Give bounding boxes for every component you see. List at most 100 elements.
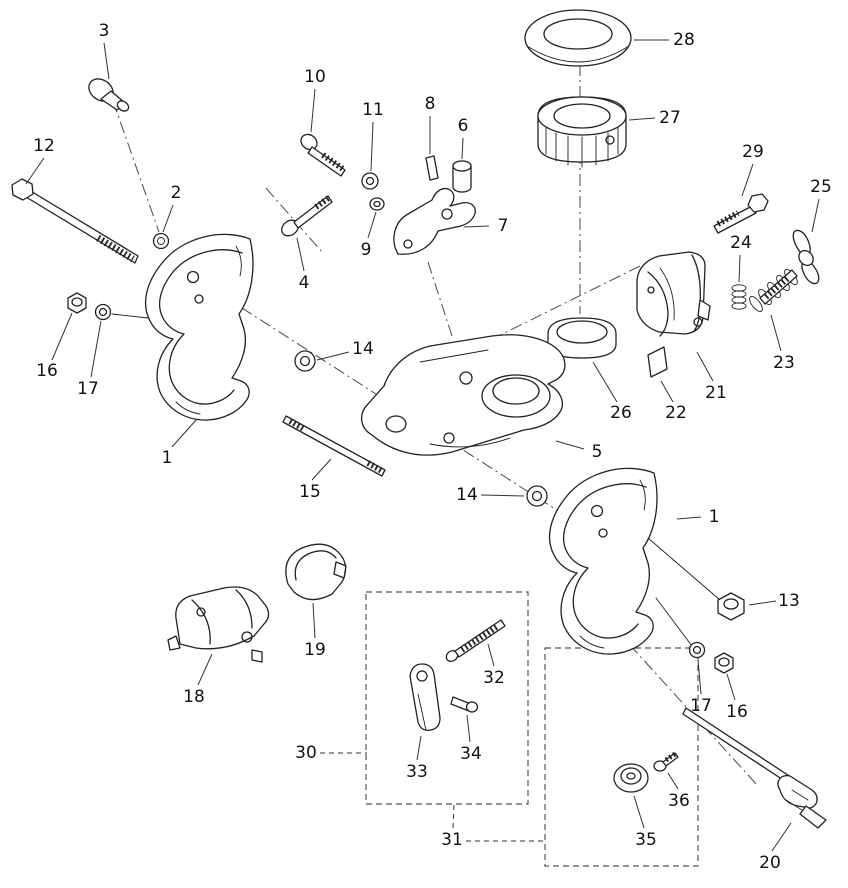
kit-box-30 [365,591,529,805]
callout-17-right: 17 [690,696,712,716]
leader-line-22 [660,380,674,403]
leader-line-14-bottom [480,494,525,497]
leader-line-35 [633,795,645,829]
part-24-spring [731,284,747,310]
callout-20: 20 [759,853,781,873]
part-4-bolt [281,194,333,237]
leader-line-33 [416,735,422,761]
leader-line-9 [367,211,377,239]
callout-5: 5 [592,442,603,462]
leader-line-13 [748,600,777,606]
part-1-clamp-bracket-left [144,233,254,421]
leader-line-32 [487,643,495,667]
callout-1-right: 1 [709,507,720,527]
leader-line-21 [696,351,714,382]
callout-19: 19 [304,640,326,660]
leader-line-11 [370,121,374,172]
callout-31: 31 [441,830,463,850]
callout-25: 25 [810,177,832,197]
callout-35: 35 [635,830,657,850]
part-35-washer [613,763,649,793]
leader-line-23 [770,314,782,352]
callout-21: 21 [705,383,727,403]
callout-27: 27 [659,108,681,128]
part-21-bracket [636,251,711,337]
callout-4: 4 [299,273,310,293]
part-10-bolt [300,133,346,177]
part-7-bracket [393,187,476,255]
callout-32: 32 [483,668,505,688]
callout-22: 22 [665,403,687,423]
leader-line-10 [310,88,316,133]
callout-15: 15 [299,482,321,502]
callout-29: 29 [742,142,764,162]
leader-line-16-right [726,673,736,701]
leader-line-16-left [51,312,73,361]
callout-12: 12 [33,136,55,156]
callout-28: 28 [673,30,695,50]
callout-33: 33 [406,762,428,782]
part-14-washer-bottom [526,485,548,507]
part-28-ring [524,9,632,67]
leader-line-27 [628,117,656,121]
leader-line-34 [466,714,471,743]
part-26-grommet [547,317,617,359]
part-20-tilt-rod [682,707,827,829]
leader-line-2 [162,204,174,233]
leader-line-1-left [171,418,198,448]
leader-line-26 [592,361,618,403]
part-33-clamp-lever [409,663,441,731]
connector-lines [111,313,721,647]
part-12-bolt [11,178,139,264]
callout-34: 34 [460,744,482,764]
part-16-nut-left [67,292,87,314]
callout-17-left: 17 [77,379,99,399]
callout-16-left: 16 [36,361,58,381]
leader-line-6 [461,137,464,160]
leader-line-15 [311,458,332,481]
leader-line-17-right [697,659,702,695]
part-16-nut-right [714,652,734,674]
leader-line-25 [811,198,820,233]
callout-6: 6 [458,116,469,136]
part-19-swivel-clamp [285,543,347,601]
callout-14-bottom: 14 [456,485,478,505]
part-3-grease-fitting [88,78,130,112]
callout-9: 9 [361,240,372,260]
kit-box-31 [544,647,699,867]
callout-30: 30 [295,743,317,763]
callout-10: 10 [304,67,326,87]
part-6-bushing [452,160,472,193]
part-17-washer-left [94,303,112,321]
callout-3: 3 [99,21,110,41]
callout-24: 24 [730,233,752,253]
callout-1-left: 1 [162,448,173,468]
leader-line-4 [296,237,305,272]
callout-18: 18 [183,687,205,707]
leader-line-1-right [676,516,702,520]
part-5-swivel-bracket [361,334,566,456]
part-18-clamp-bracket [167,586,270,663]
callout-16-right: 16 [726,702,748,722]
leader-line-31 [452,803,455,829]
part-22-plate [647,346,668,378]
part-15-rod [282,415,386,477]
part-29-bolt [713,193,769,234]
leader-line-24 [738,254,741,283]
callout-13: 13 [778,591,800,611]
part-11-washer [361,172,379,190]
leader-line-36 [667,772,679,790]
leader-line-29 [741,163,754,197]
leader-line-5 [555,440,585,450]
leader-line-7 [463,225,490,228]
callout-14-top: 14 [352,339,374,359]
callout-11: 11 [362,100,384,120]
callout-36: 36 [668,791,690,811]
part-2-ring [152,232,170,250]
part-25-wing-bolt [759,229,820,305]
part-13-nut [717,592,745,621]
part-9-washer [369,197,385,211]
callout-8: 8 [425,94,436,114]
